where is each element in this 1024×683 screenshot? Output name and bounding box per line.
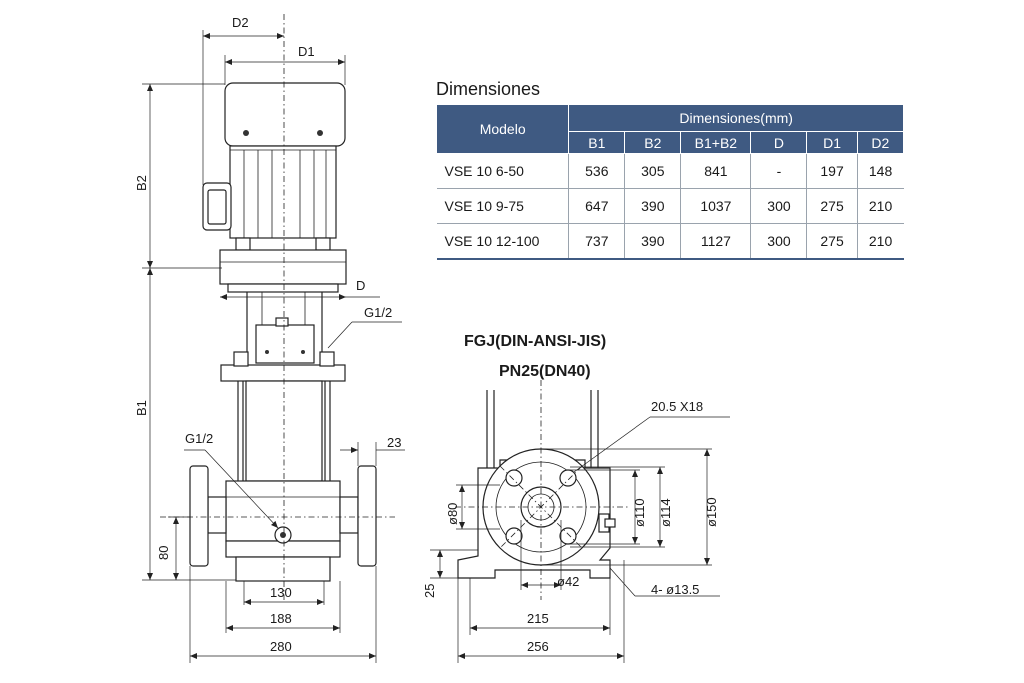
model-cell: VSE 10 9-75 <box>436 188 570 224</box>
dim-215-label: 215 <box>527 611 549 626</box>
table-cell: 1127 <box>680 223 752 260</box>
inlet-flange <box>189 465 209 567</box>
dim-d1-label: D1 <box>298 44 315 59</box>
table-row: VSE 10 12-100 737 390 1127 300 275 210 <box>436 223 904 260</box>
model-column-header: Modelo <box>435 104 570 154</box>
table-row: VSE 10 9-75 647 390 1037 300 275 210 <box>436 188 904 224</box>
table-cell: 210 <box>857 188 904 224</box>
g-half-top-label: G1/2 <box>364 305 392 320</box>
table-cell: 300 <box>750 188 808 224</box>
dim-256-label: 256 <box>527 639 549 654</box>
table-cell: 390 <box>624 188 682 224</box>
table-cell: - <box>750 153 808 189</box>
dim-80-label: 80 <box>156 546 171 560</box>
g-half-bottom-label: G1/2 <box>185 431 213 446</box>
phi42-label: ø42 <box>557 574 579 589</box>
column-header: B1+B2 <box>680 131 752 154</box>
table-cell: 1037 <box>680 188 752 224</box>
bolt-hole <box>505 527 523 545</box>
table-cell: 275 <box>806 223 858 260</box>
flange-title-line1: FGJ(DIN-ANSI-JIS) <box>464 333 606 350</box>
flange-view-dimensions: 20.5 X18 ø80 ø110 ø114 ø150 ø42 4- ø13.5 <box>422 399 730 663</box>
table-cell: 647 <box>568 188 626 224</box>
table-cell: 536 <box>568 153 626 189</box>
holes-label: 20.5 X18 <box>651 399 703 414</box>
motor-body <box>229 145 337 239</box>
table-cell: 210 <box>857 223 904 260</box>
table-cell: 737 <box>568 223 626 260</box>
table-cell: 275 <box>806 188 858 224</box>
table-title: Dimensiones <box>436 79 541 99</box>
motor-cover <box>224 82 346 147</box>
bolt-hole <box>559 469 577 487</box>
column-header: B2 <box>624 131 682 154</box>
dim-280-label: 280 <box>270 639 292 654</box>
table-cell: 390 <box>624 223 682 260</box>
flange-bottom-view <box>455 380 630 600</box>
phi114-label: ø114 <box>658 498 673 527</box>
motor-adapter <box>219 249 347 285</box>
outlet-flange <box>357 465 377 567</box>
dim-188-label: 188 <box>270 611 292 626</box>
column-header: D2 <box>856 131 905 154</box>
model-cell: VSE 10 12-100 <box>436 223 570 260</box>
dim-b2-label: B2 <box>134 175 149 191</box>
flange-view-titles: FGJ(DIN-ANSI-JIS) PN25(DN40) <box>464 333 606 380</box>
table-cell: 300 <box>750 223 808 260</box>
flange-title-line2: PN25(DN40) <box>499 363 591 380</box>
dimensions-table: Modelo Dimensiones(mm) B1 B2 B1+B2 D D1 … <box>435 104 905 260</box>
base-holes-label: 4- ø13.5 <box>651 582 699 597</box>
table-cell: 305 <box>624 153 682 189</box>
pump-side-view <box>160 14 395 600</box>
phi150-label: ø150 <box>704 497 719 527</box>
table-cell: 841 <box>680 153 752 189</box>
bolt-hole <box>505 469 523 487</box>
phi110-label: ø110 <box>632 498 647 527</box>
dim-d-label: D <box>356 278 365 293</box>
dim-25-label: 25 <box>422 584 437 598</box>
column-header: D1 <box>806 131 858 154</box>
table-cell: 197 <box>806 153 858 189</box>
column-header: D <box>750 131 808 154</box>
motor-cover-screw-left <box>243 130 249 136</box>
coupling-guard <box>255 324 315 364</box>
dimensions-group-header: Dimensiones(mm) <box>568 104 904 132</box>
phi80-label: ø80 <box>445 503 460 525</box>
model-cell: VSE 10 6-50 <box>436 153 570 189</box>
dim-b1-label: B1 <box>134 400 149 416</box>
column-header: B1 <box>568 131 626 154</box>
motor-cover-screw-right <box>317 130 323 136</box>
dim-130-label: 130 <box>270 585 292 600</box>
table-row: VSE 10 6-50 536 305 841 - 197 148 <box>436 153 904 189</box>
dim-d2-label: D2 <box>232 15 249 30</box>
side-view-dimensions: D2 D1 B2 B1 80 D G1/2 G1/2 2 <box>134 15 405 663</box>
dim-23-label: 23 <box>387 435 401 450</box>
table-cell: 148 <box>857 153 904 189</box>
bolt-hole <box>559 527 577 545</box>
pump-head <box>220 364 346 382</box>
